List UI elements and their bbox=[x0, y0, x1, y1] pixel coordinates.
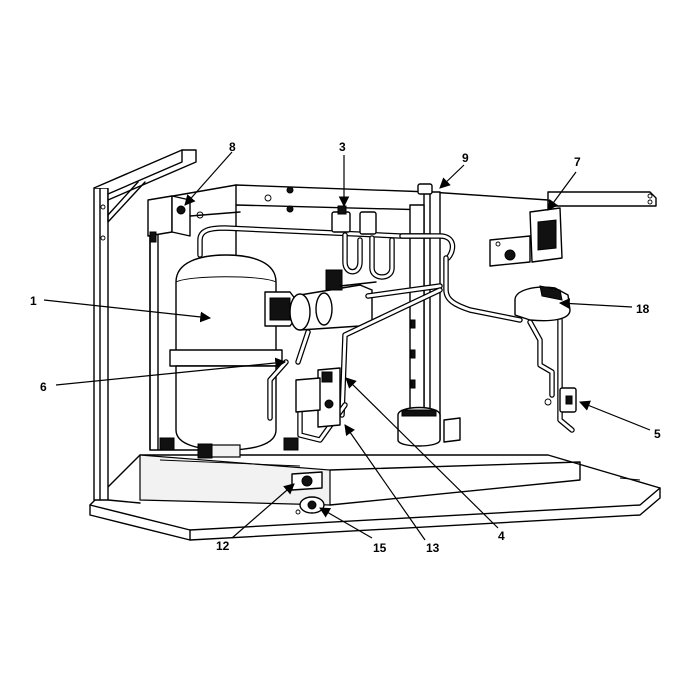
callout-1: 1 bbox=[30, 294, 37, 308]
pressure-control bbox=[489, 207, 563, 267]
vertical-column bbox=[409, 183, 441, 441]
leader-8 bbox=[184, 151, 233, 206]
leader-12 bbox=[231, 483, 295, 539]
fittings bbox=[291, 471, 325, 515]
valve-block bbox=[295, 367, 341, 428]
expansion-valve bbox=[544, 387, 577, 413]
leader-18 bbox=[558, 298, 633, 309]
leader-7 bbox=[547, 171, 577, 211]
callout-7: 7 bbox=[574, 155, 581, 169]
callout-13: 13 bbox=[426, 541, 440, 555]
callout-18: 18 bbox=[636, 302, 650, 316]
callout-6: 6 bbox=[40, 380, 47, 394]
callout-8: 8 bbox=[229, 140, 236, 154]
callout-5: 5 bbox=[654, 427, 661, 441]
callout-4: 4 bbox=[498, 529, 505, 543]
callout-15: 15 bbox=[373, 541, 387, 555]
compressor bbox=[159, 254, 299, 459]
callout-leaders bbox=[43, 151, 651, 541]
leader-9 bbox=[439, 164, 465, 189]
top-right-bracket bbox=[547, 191, 657, 207]
callout-12: 12 bbox=[216, 539, 230, 553]
callout-9: 9 bbox=[462, 151, 469, 165]
base-frame bbox=[89, 454, 661, 541]
filter-drier bbox=[514, 285, 571, 322]
leader-13 bbox=[344, 424, 426, 541]
callout-3: 3 bbox=[339, 140, 346, 154]
piping bbox=[197, 225, 575, 443]
frame-left-panel bbox=[93, 149, 197, 504]
callout-labels: 1 3 4 5 6 7 8 9 12 13 15 18 bbox=[30, 140, 661, 555]
leader-6 bbox=[55, 357, 287, 386]
control-box bbox=[147, 195, 241, 243]
leader-5 bbox=[578, 400, 651, 431]
leader-15 bbox=[319, 507, 373, 539]
leader-1 bbox=[43, 299, 212, 323]
discharge-component bbox=[289, 269, 377, 331]
service-valve bbox=[331, 205, 377, 235]
accumulator bbox=[397, 406, 461, 447]
leader-4 bbox=[345, 377, 499, 529]
